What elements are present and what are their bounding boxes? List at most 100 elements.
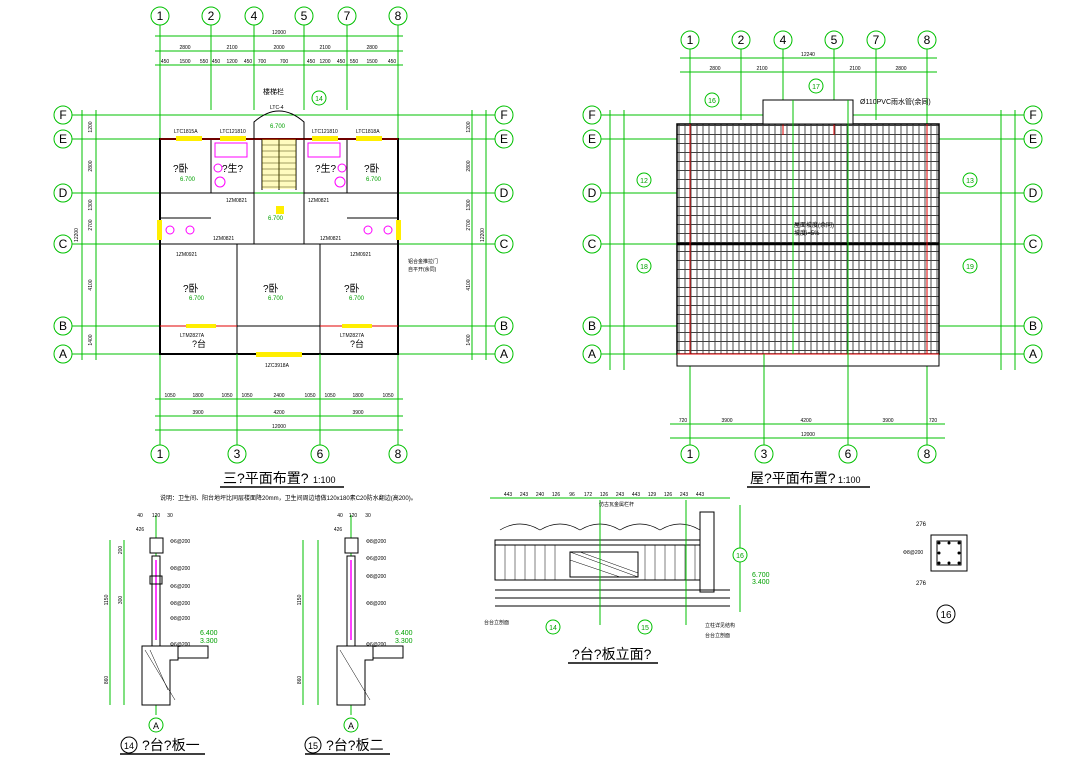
column-dim: 276	[916, 581, 927, 587]
elevation-tag: 16	[736, 553, 744, 560]
floor-plan-top-axes: 1 2 4 5 7 8	[150, 6, 408, 445]
dim: 3900	[721, 418, 732, 424]
rebar-label: Φ8@200	[170, 601, 190, 607]
axis-label: F	[500, 108, 507, 122]
window-code: LTM2827A	[180, 333, 205, 339]
dim: 1400	[88, 334, 94, 345]
axis-label: 7	[344, 9, 351, 23]
dim: 126	[664, 492, 673, 498]
floor-plan: 1 2 4 5 7 8 12000 2800 2100 2000 2100 28…	[53, 6, 514, 502]
pipe-label: Ø110PVC雨水管(余同)	[860, 97, 931, 106]
dim: 550	[200, 59, 209, 65]
dim: 240	[536, 492, 545, 498]
dim: 860	[104, 676, 110, 685]
dim: 443	[696, 492, 705, 498]
dim: 120	[152, 513, 161, 519]
axis-label: A	[153, 721, 159, 731]
room-label: ?卧	[364, 162, 380, 175]
axis-label: C	[1029, 237, 1038, 251]
column-detail-number: 16	[940, 610, 952, 621]
dim: 450	[337, 59, 346, 65]
axis-label: B	[588, 319, 596, 333]
elevation-tag: 14	[549, 625, 557, 632]
window-code: LTC1815A	[174, 129, 198, 135]
axis-label: 1	[687, 33, 694, 47]
wc-label: ?生?	[222, 162, 244, 175]
elevation-mark: 6.700	[752, 572, 770, 579]
dim: 172	[584, 492, 593, 498]
dim: 300	[118, 596, 124, 605]
wc-label: ?生?	[315, 162, 337, 175]
dim: 4200	[800, 418, 811, 424]
axis-label: E	[1029, 132, 1037, 146]
elevation-tag: 15	[641, 625, 649, 632]
annotation: 铝合金推拉门	[408, 258, 438, 265]
axis-label: 5	[301, 9, 308, 23]
dim: 426	[136, 527, 145, 533]
dim: 1300	[466, 199, 472, 210]
dim: 2100	[319, 45, 330, 51]
dim: 2800	[179, 45, 190, 51]
axis-label: 1	[687, 447, 694, 461]
dim: 2100	[849, 66, 860, 72]
window-code: 1ZC3918A	[265, 363, 290, 369]
axis-label: D	[588, 186, 597, 200]
dim: 1500	[179, 59, 190, 65]
detail-tag: 16	[708, 98, 716, 105]
elevation-note: 立柱详见结构	[705, 622, 735, 629]
door-code: 1ZM0921	[176, 252, 197, 258]
dim: 443	[632, 492, 641, 498]
dim: 2100	[226, 45, 237, 51]
dim: 2700	[88, 219, 94, 230]
dim: 4100	[88, 279, 94, 290]
dim: 1200	[226, 59, 237, 65]
dim: 450	[212, 59, 221, 65]
axis-label: 3	[234, 447, 241, 461]
dim: 550	[350, 59, 359, 65]
dim: 4200	[273, 410, 284, 416]
detail-tag: 12	[640, 178, 648, 185]
dim: 2400	[273, 393, 284, 399]
axis-label: 8	[924, 447, 931, 461]
axis-label: 2	[208, 9, 215, 23]
axis-label: 3	[761, 447, 768, 461]
door-code: 1ZM0821	[213, 236, 234, 242]
dim-overall-width: 12000	[272, 424, 286, 430]
dim: 450	[307, 59, 316, 65]
dim: 700	[280, 59, 289, 65]
window-code: LTC121810	[220, 129, 246, 135]
detail-tag: 18	[640, 264, 648, 271]
axis-label: 2	[738, 33, 745, 47]
dim: 1800	[192, 393, 203, 399]
axis-label: C	[500, 237, 509, 251]
roof-plan: 1 2 4 5 7 8 12240 2800 2100 2100 2800 F …	[582, 30, 1043, 488]
dim: 450	[388, 59, 397, 65]
dim: 30	[167, 513, 173, 519]
dim: 1050	[221, 393, 232, 399]
dim: 700	[258, 59, 267, 65]
door-code: 1ZM0821	[308, 198, 329, 204]
axis-bubble-7	[337, 6, 357, 26]
dim: 2700	[466, 219, 472, 230]
dim: 1500	[366, 59, 377, 65]
dim: 2100	[756, 66, 767, 72]
dim: 1400	[466, 334, 472, 345]
detail-tag: 13	[966, 178, 974, 185]
dim: 2800	[895, 66, 906, 72]
roof-slope: 坡度i=5%	[794, 229, 820, 237]
dim: 1200	[319, 59, 330, 65]
door-code: 1ZM0821	[320, 236, 341, 242]
detail-tag: 19	[966, 264, 974, 271]
dim: 720	[929, 418, 938, 424]
axis-label: 4	[251, 9, 258, 23]
axis-label: C	[588, 237, 597, 251]
balcony-label: ?台	[350, 338, 364, 349]
dim: 126	[600, 492, 609, 498]
window-code: LTC1818A	[356, 129, 380, 135]
floor-plan-top-dims: 12000 2800 2100 2000 2100 2800 450 1500 …	[155, 30, 403, 66]
section-number: 15	[308, 741, 318, 751]
balcony-label: ?台	[192, 338, 206, 349]
dim: 1800	[352, 393, 363, 399]
floor-plan-title: 三?平面布置?	[223, 470, 309, 486]
